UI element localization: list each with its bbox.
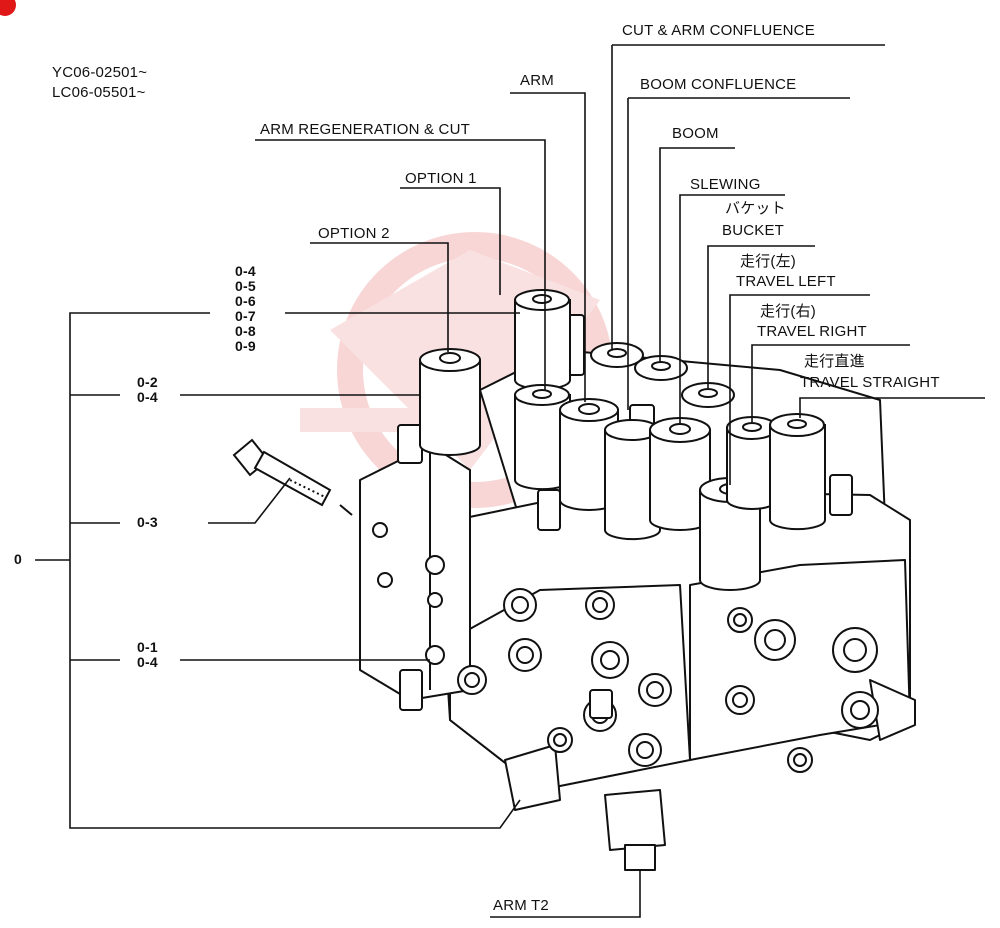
label-bucket-jp: バケット xyxy=(725,200,786,217)
ref-root: 0 xyxy=(14,551,22,567)
ref-bolt: 0-3 xyxy=(137,514,158,530)
label-option-1: OPTION 1 xyxy=(405,170,477,187)
label-cut-arm-confluence: CUT & ARM CONFLUENCE xyxy=(622,22,815,39)
ref-item: 0-7 xyxy=(235,308,256,324)
ref-item: 0-4 xyxy=(137,389,158,405)
label-slewing: SLEWING xyxy=(690,176,761,193)
ref-item: 0-6 xyxy=(235,293,256,309)
label-travel-straight-jp: 走行直進 xyxy=(804,353,865,370)
ref-item: 0-4 xyxy=(235,263,256,279)
ref-item: 0-9 xyxy=(235,338,256,354)
label-boom-confluence: BOOM CONFLUENCE xyxy=(640,76,797,93)
corner-badge-icon xyxy=(0,0,16,16)
label-bucket: BUCKET xyxy=(722,222,785,239)
label-arm-t2: ARM T2 xyxy=(493,897,549,914)
label-travel-straight: TRAVEL STRAIGHT xyxy=(800,374,940,391)
ref-group-top: 0-4 0-5 0-6 0-7 0-8 0-9 xyxy=(235,264,256,354)
label-travel-right-jp: 走行(右) xyxy=(760,303,816,320)
ref-item: 0-4 xyxy=(137,654,158,670)
ref-pair-b: 0-1 0-4 xyxy=(137,640,158,670)
ref-item: 0-8 xyxy=(235,323,256,339)
ref-item: 0-2 xyxy=(137,374,158,390)
label-travel-right: TRAVEL RIGHT xyxy=(757,323,867,340)
ref-pair-a: 0-2 0-4 xyxy=(137,375,158,405)
serial-number-1: YC06-02501~ xyxy=(52,64,148,81)
label-option-2: OPTION 2 xyxy=(318,225,390,242)
serial-number-2: LC06-05501~ xyxy=(52,84,146,101)
leader-lines xyxy=(35,44,985,918)
label-travel-left: TRAVEL LEFT xyxy=(736,273,836,290)
spool-caps xyxy=(419,289,826,591)
ref-item: 0-1 xyxy=(137,639,158,655)
label-travel-left-jp: 走行(左) xyxy=(740,253,796,270)
ref-item: 0-5 xyxy=(235,278,256,294)
label-arm: ARM xyxy=(520,72,554,89)
label-boom: BOOM xyxy=(672,125,719,142)
label-arm-regeneration-cut: ARM REGENERATION & CUT xyxy=(260,121,470,138)
mounting-bolt xyxy=(232,438,353,516)
